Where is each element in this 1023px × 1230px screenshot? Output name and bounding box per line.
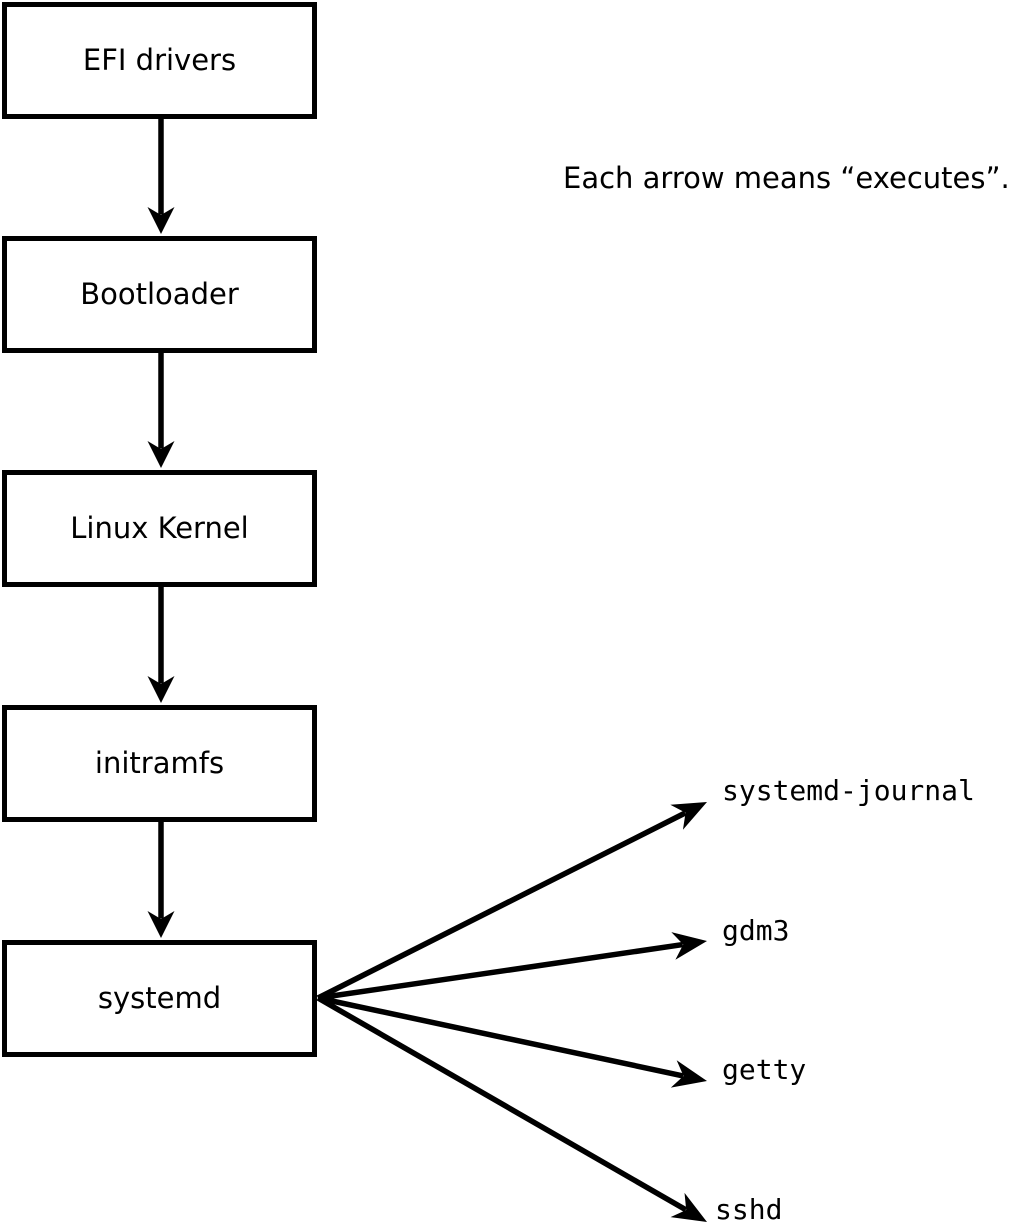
stage-box-systemd: systemd — [2, 940, 317, 1057]
stage-box-initramfs: initramfs — [2, 705, 317, 822]
service-label-gdm3: gdm3 — [722, 914, 790, 947]
fanout-arrows — [316, 802, 707, 1222]
legend-note: Each arrow means “executes”. — [563, 161, 1010, 195]
stage-box-efi-drivers: EFI drivers — [2, 2, 317, 119]
service-label-sshd: sshd — [715, 1193, 783, 1226]
stage-label-bootloader: Bootloader — [80, 277, 239, 311]
service-label-getty: getty — [722, 1053, 807, 1086]
service-label-systemd-journal: systemd-journal — [722, 774, 975, 807]
stage-box-linux-kernel: Linux Kernel — [2, 470, 317, 587]
stage-label-linux-kernel: Linux Kernel — [70, 511, 249, 545]
stage-label-systemd: systemd — [97, 981, 222, 1015]
stage-label-efi-drivers: EFI drivers — [82, 43, 237, 77]
stage-box-bootloader: Bootloader — [2, 236, 317, 353]
stage-label-initramfs: initramfs — [94, 746, 225, 780]
